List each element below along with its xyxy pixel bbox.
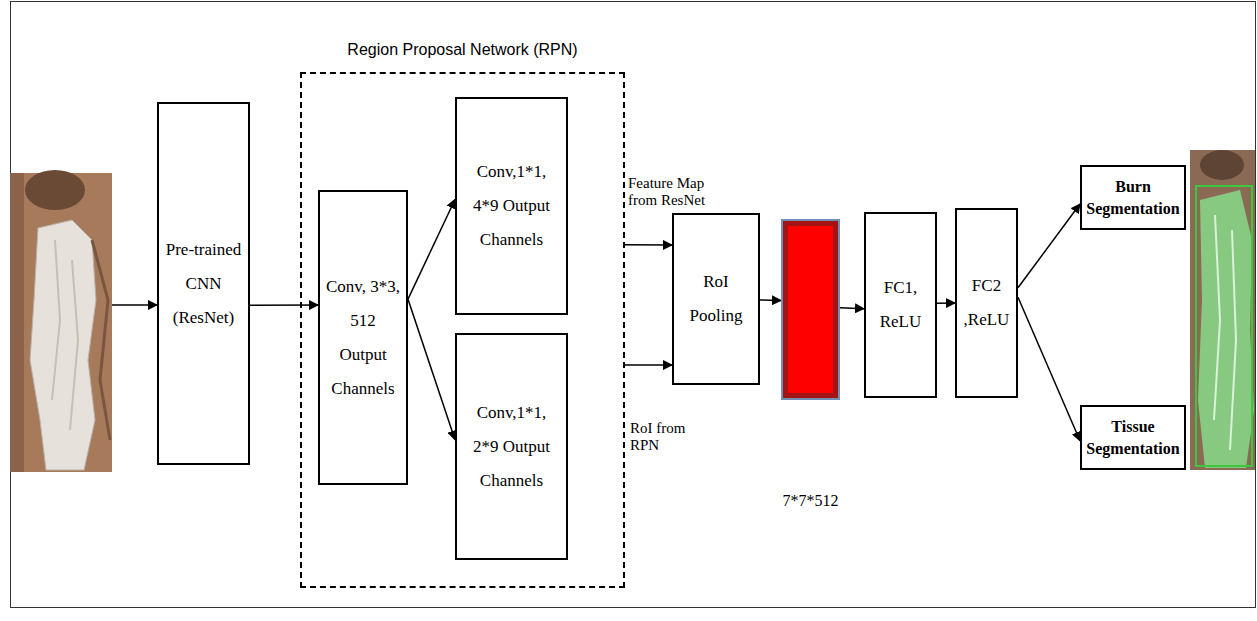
conv-box: Conv,1*1, 4*9 Output Channels: [455, 97, 568, 315]
frame: [11, 2, 1256, 608]
fc-box: FC2 ,ReLU: [955, 208, 1018, 398]
box-label: Burn Segmentation: [1085, 176, 1181, 219]
arrow-connector: [760, 299, 781, 301]
box-label: Conv,1*1, 4*9 Output Channels: [462, 155, 561, 257]
arrow-connector: [408, 199, 455, 299]
arrow-connector: [250, 304, 318, 306]
fc-box: FC1, ReLU: [864, 212, 937, 398]
arrow-connector: [625, 244, 672, 246]
output-segmentation-photo: [1190, 150, 1255, 470]
conv-box: Conv,1*1, 2*9 Output Channels: [455, 333, 568, 560]
arrow-connector: [937, 302, 955, 304]
rpn-region: Region Proposal Network (RPN)Conv, 3*3, …: [300, 72, 625, 588]
box-label: Conv, 3*3, 512 Output Channels: [325, 270, 401, 406]
edge-label: Feature Map from ResNet: [628, 175, 720, 209]
input-arrow: [112, 304, 157, 306]
dimension-caption: 7*7*512: [753, 492, 868, 510]
arrow-connector: [1018, 297, 1080, 440]
arrow-connector: [1018, 204, 1080, 288]
edge-label: RoI from RPN: [630, 420, 700, 454]
input-burn-photo: [10, 170, 112, 472]
roi-pooling-box: RoI Pooling: [672, 213, 760, 385]
output-box: Burn Segmentation: [1080, 165, 1186, 230]
cnn-box: Pre-trained CNN (ResNet): [157, 102, 250, 465]
box-label: RoI Pooling: [679, 265, 753, 333]
feature-tensor: 7*7*512: [781, 219, 840, 400]
region-title: Region Proposal Network (RPN): [282, 41, 643, 59]
arrow-connector: [408, 299, 455, 440]
box-label: Conv,1*1, 2*9 Output Channels: [462, 396, 561, 498]
box-label: FC1, ReLU: [871, 271, 930, 339]
box-label: Tissue Segmentation: [1085, 416, 1181, 459]
box-label: Pre-trained CNN (ResNet): [164, 233, 243, 335]
box-label: FC2 ,ReLU: [962, 269, 1011, 337]
output-box: Tissue Segmentation: [1080, 405, 1186, 470]
conv-box: Conv, 3*3, 512 Output Channels: [318, 190, 408, 485]
arrow-connector: [625, 364, 672, 366]
arrow-connector: [840, 308, 864, 309]
